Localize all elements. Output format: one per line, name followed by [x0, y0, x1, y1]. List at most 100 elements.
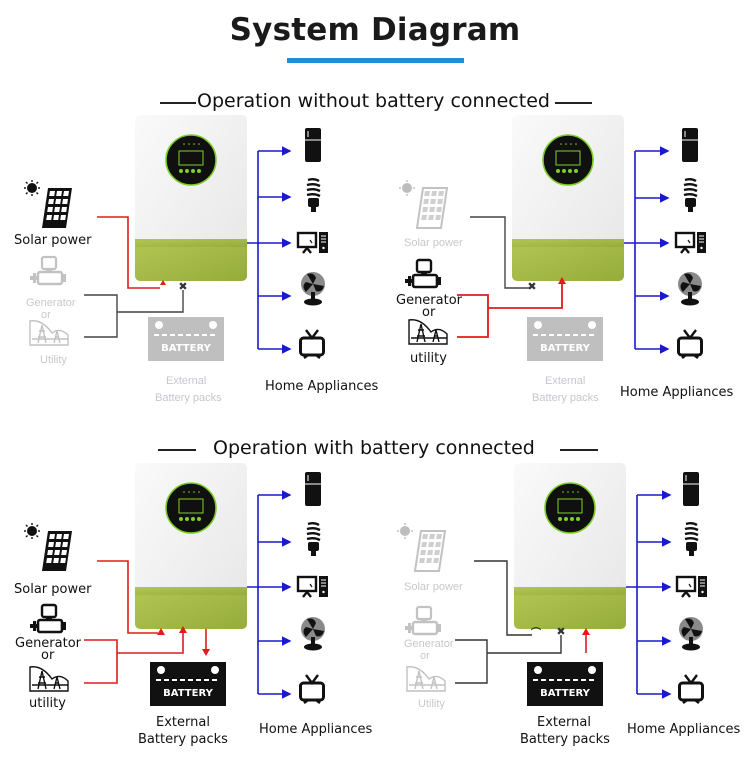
panel-battery-discharging: ⌒ ✖ — [396, 462, 709, 707]
generator-icon — [28, 603, 68, 634]
generator-icon — [403, 258, 443, 289]
solar-panel-icon — [398, 179, 448, 229]
divider-right — [555, 102, 592, 104]
label-generator: Generator — [26, 297, 76, 309]
label-home-appliances: Home Appliances — [620, 385, 734, 400]
battery-icon — [526, 661, 604, 707]
panel-battery-charging — [23, 462, 330, 707]
battery-icon — [149, 661, 227, 707]
label-home-appliances: Home Appliances — [627, 722, 741, 737]
computer-icon — [296, 230, 330, 255]
output-bus-line — [247, 151, 259, 349]
tv-icon — [678, 673, 704, 705]
label-battery-line1: External — [545, 375, 586, 387]
computer-icon — [675, 574, 709, 599]
label-battery-line2: Battery packs — [155, 392, 222, 404]
battery-icon — [526, 316, 604, 362]
label-utility: Utility — [418, 698, 445, 710]
label-home-appliances: Home Appliances — [259, 722, 373, 737]
bulb-icon — [683, 522, 700, 558]
tv-icon — [299, 673, 325, 705]
grid-flow-line — [457, 282, 563, 338]
utility-pylon-icon — [408, 319, 448, 345]
solar-panel-icon — [396, 522, 446, 572]
solar-flow-line — [470, 216, 529, 289]
divider-left — [160, 102, 196, 104]
solar-flow-line — [97, 560, 158, 634]
battery-icon — [147, 316, 225, 362]
label-generator: Generator — [404, 638, 454, 650]
label-or: or — [420, 650, 430, 662]
label-battery-line1: External — [166, 375, 207, 387]
refrigerator-icon — [681, 127, 699, 163]
label-utility: utility — [410, 351, 447, 366]
utility-pylon-icon — [29, 320, 69, 346]
refrigerator-icon — [304, 127, 322, 163]
input-arrow-icon — [179, 626, 187, 633]
refrigerator-icon — [682, 471, 700, 507]
label-or: or — [422, 305, 436, 320]
label-utility: utility — [29, 696, 66, 711]
page-title: System Diagram — [229, 12, 521, 48]
label-or: or — [41, 648, 55, 663]
disconnected-x-icon: ✖ — [556, 625, 565, 638]
inverter-unit — [511, 114, 625, 282]
label-solar-power: Solar power — [404, 237, 463, 249]
input-arrow-icon — [157, 628, 165, 635]
bulb-icon — [305, 177, 322, 214]
label-solar-power: Solar power — [14, 582, 92, 597]
label-battery-line1: External — [537, 715, 591, 730]
label-solar-power: Solar power — [14, 233, 92, 248]
label-generator: Generator — [396, 293, 463, 308]
generator-icon — [28, 255, 68, 286]
section-title-no-battery: Operation without battery connected — [160, 90, 592, 114]
solar-flow-line — [474, 560, 532, 636]
disconnected-icon: ⌒ — [530, 626, 541, 639]
output-bus-line — [626, 495, 638, 694]
input-arrow-icon — [160, 280, 166, 285]
generator-icon — [403, 605, 443, 636]
section-title-with-battery: Operation with battery connected — [158, 437, 598, 461]
inverter-unit — [134, 462, 248, 630]
refrigerator-icon — [304, 471, 322, 507]
label-utility: Utility — [40, 354, 67, 366]
section-title-text: Operation without battery connected — [197, 90, 550, 112]
charge-arrow-icon — [202, 649, 210, 656]
label-battery-line1: External — [156, 715, 210, 730]
utility-pylon-icon — [29, 666, 69, 692]
grid-flow-line — [84, 290, 184, 338]
utility-pylon-icon — [406, 666, 446, 692]
disconnected-x-icon: ✖ — [178, 280, 187, 293]
solar-panel-icon — [23, 522, 73, 572]
tv-icon — [299, 328, 325, 360]
label-battery-line2: Battery packs — [532, 392, 599, 404]
discharge-arrow-icon — [582, 628, 590, 635]
solar-panel-icon — [23, 179, 73, 229]
divider-right — [560, 449, 598, 451]
grid-flow-line — [84, 630, 184, 684]
disconnected-icon: ✖ — [527, 280, 536, 293]
label-battery-line2: Battery packs — [138, 732, 228, 747]
tv-icon — [677, 328, 703, 360]
section-title-text: Operation with battery connected — [213, 437, 535, 459]
panel-no-battery-grid: ✖ — [398, 114, 708, 362]
computer-icon — [296, 574, 330, 599]
input-arrow-icon — [558, 277, 566, 284]
bulb-icon — [305, 522, 322, 558]
label-or: or — [41, 309, 51, 321]
grid-flow-line — [455, 635, 562, 684]
label-generator: Generator — [15, 636, 82, 651]
output-bus-line — [247, 495, 259, 694]
inverter-unit — [513, 462, 627, 630]
fan-icon — [301, 617, 325, 651]
bulb-icon — [682, 177, 699, 214]
divider-left — [158, 449, 196, 451]
label-solar-power: Solar power — [404, 581, 463, 593]
label-battery-line2: Battery packs — [520, 732, 610, 747]
computer-icon — [674, 230, 708, 255]
fan-icon — [301, 272, 325, 306]
title-underline — [287, 58, 464, 63]
solar-flow-line — [97, 216, 160, 289]
fan-icon — [678, 272, 702, 306]
inverter-unit — [134, 114, 248, 282]
